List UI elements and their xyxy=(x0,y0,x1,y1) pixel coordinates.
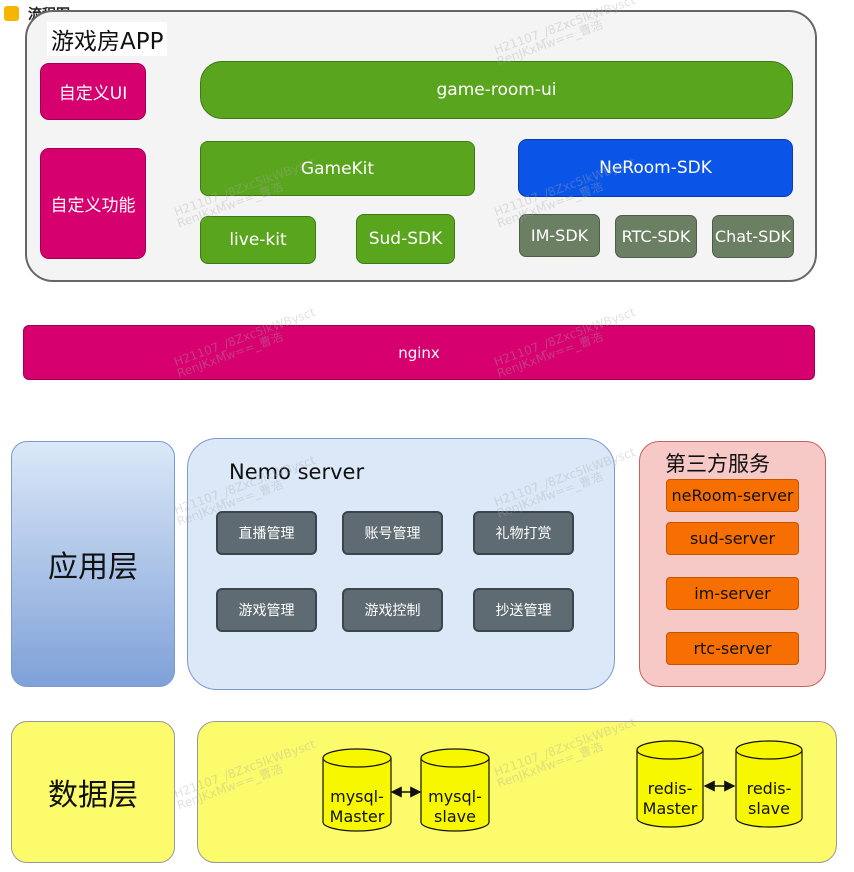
mysql-slave-label-line2: slave xyxy=(434,807,476,826)
gamekit-box: GameKit xyxy=(200,141,475,196)
custom-ui-box: 自定义UI xyxy=(40,63,146,120)
rtc-sdk-box: RTC-SDK xyxy=(615,215,697,258)
service-im-server: im-server xyxy=(666,577,799,610)
service-neroom-server: neRoom-server xyxy=(666,479,799,512)
nemo-server-container xyxy=(187,438,615,690)
flowchart-icon xyxy=(4,6,19,21)
app-title: 游戏房APP xyxy=(47,22,168,56)
mysql-master-cylinder: mysql- Master xyxy=(322,748,392,832)
module-cc-management: 抄送管理 xyxy=(473,588,574,632)
game-room-ui-box: game-room-ui xyxy=(200,61,793,119)
module-live-management: 直播管理 xyxy=(216,511,317,555)
data-storage-container xyxy=(197,721,837,863)
redis-master-cylinder: redis- Master xyxy=(636,740,704,828)
neroom-sdk-box: NeRoom-SDK xyxy=(518,139,793,197)
redis-slave-label-line2: slave xyxy=(748,799,790,818)
custom-feature-box: 自定义功能 xyxy=(40,148,146,259)
mysql-slave-label-line1: mysql- xyxy=(428,787,482,806)
module-account-management: 账号管理 xyxy=(342,511,443,555)
redis-master-label-line2: Master xyxy=(643,799,698,818)
service-sud-server: sud-server xyxy=(666,522,799,555)
redis-slave-label-line1: redis- xyxy=(747,779,792,798)
mysql-master-label-line1: mysql- xyxy=(330,787,384,806)
chat-sdk-box: Chat-SDK xyxy=(712,215,794,258)
im-sdk-box: IM-SDK xyxy=(519,214,600,257)
live-kit-box: live-kit xyxy=(200,216,316,264)
service-rtc-server: rtc-server xyxy=(666,632,799,665)
nemo-server-title: Nemo server xyxy=(229,460,365,484)
application-layer-label: 应用层 xyxy=(11,441,175,687)
redis-slave-cylinder: redis- slave xyxy=(735,740,803,828)
redis-master-label-line1: redis- xyxy=(648,779,693,798)
third-party-services-title: 第三方服务 xyxy=(665,452,770,476)
module-game-control: 游戏控制 xyxy=(342,588,443,632)
mysql-master-label-line2: Master xyxy=(330,807,385,826)
sud-sdk-box: Sud-SDK xyxy=(356,214,455,264)
data-layer-label: 数据层 xyxy=(11,721,175,863)
module-gift-reward: 礼物打赏 xyxy=(473,511,574,555)
module-game-management: 游戏管理 xyxy=(216,588,317,632)
mysql-slave-cylinder: mysql- slave xyxy=(420,748,490,832)
nginx-bar: nginx xyxy=(23,325,815,380)
